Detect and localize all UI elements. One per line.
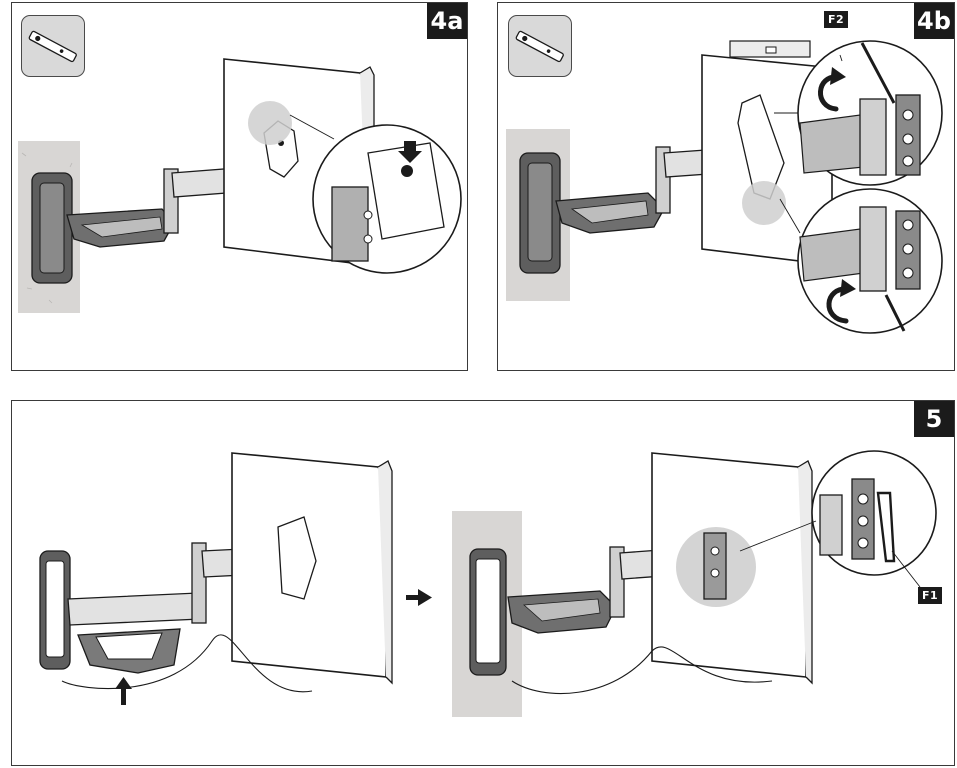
rotate-arrow-icon bbox=[818, 67, 846, 112]
step-label-4b: 4b bbox=[914, 3, 954, 39]
diagram-4a bbox=[18, 58, 462, 313]
callout-label-f1: F1 bbox=[918, 587, 943, 604]
panel-step-4b: 4b F2 bbox=[497, 2, 955, 371]
wrench-tool-icon bbox=[21, 15, 85, 77]
diagram-4b bbox=[506, 40, 943, 334]
arrow-right-icon bbox=[406, 589, 432, 606]
arrow-up-icon bbox=[115, 677, 132, 705]
rotate-arrow-icon bbox=[826, 279, 856, 324]
panel-step-5: 5 F1 bbox=[11, 400, 955, 766]
step-label-5: 5 bbox=[914, 401, 954, 437]
callout-label-f2: F2 bbox=[824, 11, 849, 28]
wrench-tool-icon bbox=[508, 15, 572, 77]
panel-step-4a: 4a bbox=[11, 2, 468, 371]
step-label-4a: 4a bbox=[427, 3, 467, 39]
diagram-5 bbox=[39, 450, 937, 717]
